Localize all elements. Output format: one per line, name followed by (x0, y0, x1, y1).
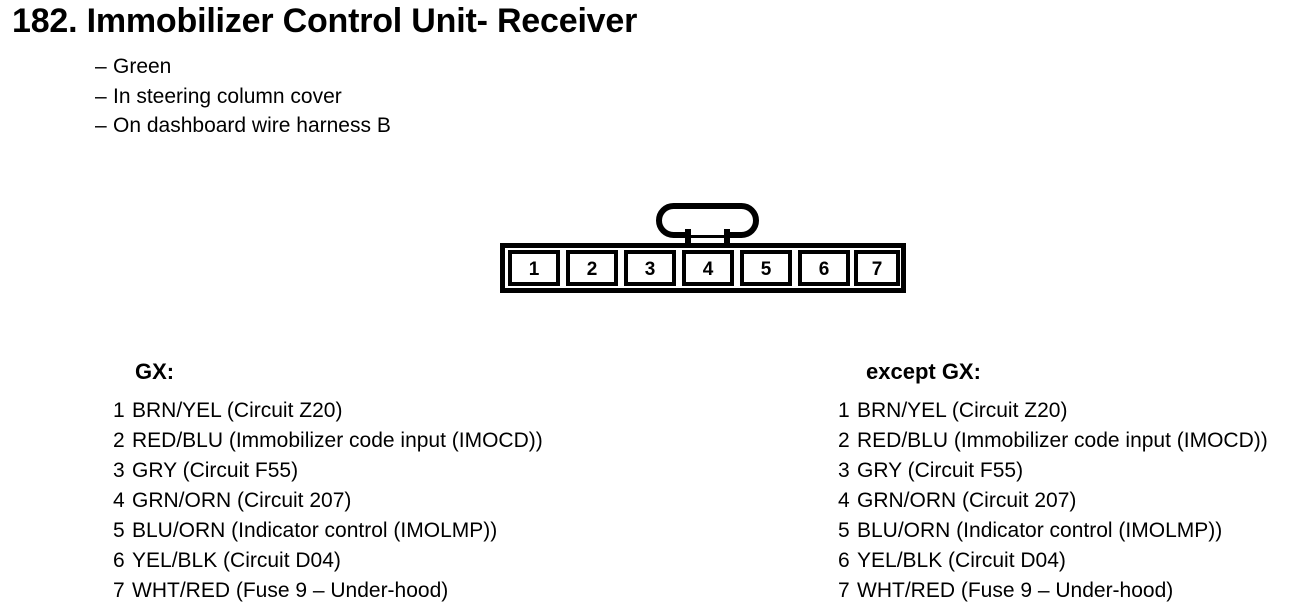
pin-table-except-gx: except GX: 1 BRN/YEL (Circuit Z20) 2 RED/B… (838, 357, 1268, 606)
pin-row: 1 BRN/YEL (Circuit Z20) (113, 396, 543, 426)
pin-cell (854, 250, 900, 286)
pin-description: GRN/ORN (Circuit 207) (857, 489, 1077, 512)
list-item: –On dashboard wire harness B (95, 111, 391, 141)
pin-number-2: 2 (587, 259, 598, 280)
pin-row: 5 BLU/ORN (Indicator control (IMOLMP)) (838, 516, 1268, 546)
note-text: In steering column cover (113, 84, 342, 108)
connector-diagram: 1 2 3 4 5 6 7 (500, 203, 906, 293)
pin-description: YEL/BLK (Circuit D04) (857, 549, 1066, 572)
pin-cell (566, 250, 618, 286)
page-title: 182. Immobilizer Control Unit- Receiver (12, 2, 638, 40)
pin-description: RED/BLU (Immobilizer code input (IMOCD)) (132, 429, 543, 452)
pin-number-5: 5 (761, 259, 772, 280)
pin-cell (682, 250, 734, 286)
pin-number-4: 4 (703, 259, 714, 280)
note-list: –Green –In steering column cover –On das… (95, 52, 391, 141)
pin-index: 1 (113, 399, 125, 422)
pin-row: 6 YEL/BLK (Circuit D04) (113, 546, 543, 576)
pin-row: 7 WHT/RED (Fuse 9 – Under-hood) (113, 576, 543, 606)
pin-index: 2 (838, 429, 850, 452)
locking-tab-icon (656, 203, 759, 247)
pin-description: YEL/BLK (Circuit D04) (132, 549, 341, 572)
pin-number-6: 6 (819, 259, 830, 280)
pin-cell (798, 250, 850, 286)
dash-marker: – (95, 55, 107, 78)
pin-index: 1 (838, 399, 850, 422)
pin-table-gx: GX: 1 BRN/YEL (Circuit Z20) 2 RED/BLU (Imm… (113, 357, 543, 606)
list-item: –Green (95, 52, 391, 82)
pin-index: 2 (113, 429, 125, 452)
column-heading-except-gx: except GX: (866, 359, 981, 384)
pin-row: 1 BRN/YEL (Circuit Z20) (838, 396, 1268, 426)
dash-marker: – (95, 114, 107, 137)
pin-description: WHT/RED (Fuse 9 – Under-hood) (132, 579, 449, 602)
pin-index: 4 (838, 489, 850, 512)
list-item: –In steering column cover (95, 82, 391, 112)
pin-description: GRN/ORN (Circuit 207) (132, 489, 352, 512)
pin-number-1: 1 (529, 259, 540, 280)
note-text: Green (113, 55, 172, 78)
pin-index: 3 (838, 459, 850, 482)
pin-index: 4 (113, 489, 125, 512)
pin-description: GRY (Circuit F55) (857, 459, 1024, 482)
pin-row: 3 GRY (Circuit F55) (113, 456, 543, 486)
pin-cell (624, 250, 676, 286)
pin-cell (508, 250, 560, 286)
pin-description: BRN/YEL (Circuit Z20) (132, 399, 343, 422)
pin-index: 6 (113, 549, 125, 572)
pin-row: 2 RED/BLU (Immobilizer code input (IMOCD)… (838, 426, 1268, 456)
pin-row: 7 WHT/RED (Fuse 9 – Under-hood) (838, 576, 1268, 606)
pin-cells (508, 250, 900, 286)
pin-row: 3 GRY (Circuit F55) (838, 456, 1268, 486)
pin-index: 7 (838, 579, 850, 602)
pin-row: 4 GRN/ORN (Circuit 207) (838, 486, 1268, 516)
pin-number-7: 7 (872, 259, 883, 280)
pin-row: 4 GRN/ORN (Circuit 207) (113, 486, 543, 516)
dash-marker: – (95, 84, 107, 108)
pin-row: 5 BLU/ORN (Indicator control (IMOLMP)) (113, 516, 543, 546)
pin-row: 2 RED/BLU (Immobilizer code input (IMOCD)… (113, 426, 543, 456)
pin-description: WHT/RED (Fuse 9 – Under-hood) (857, 579, 1174, 602)
pin-index: 7 (113, 579, 125, 602)
pin-index: 3 (113, 459, 125, 482)
pin-index: 5 (838, 519, 850, 542)
pin-description: BRN/YEL (Circuit Z20) (857, 399, 1068, 422)
pin-description: RED/BLU (Immobilizer code input (IMOCD)) (857, 429, 1268, 452)
note-text: On dashboard wire harness B (113, 114, 391, 137)
pin-description: BLU/ORN (Indicator control (IMOLMP)) (857, 519, 1223, 542)
pin-number-3: 3 (645, 259, 656, 280)
pin-index: 5 (113, 519, 125, 542)
pin-description: BLU/ORN (Indicator control (IMOLMP)) (132, 519, 498, 542)
pin-row: 6 YEL/BLK (Circuit D04) (838, 546, 1268, 576)
pin-description: GRY (Circuit F55) (132, 459, 299, 482)
pin-index: 6 (838, 549, 850, 572)
pin-cell (740, 250, 792, 286)
column-heading-gx: GX: (135, 359, 175, 384)
